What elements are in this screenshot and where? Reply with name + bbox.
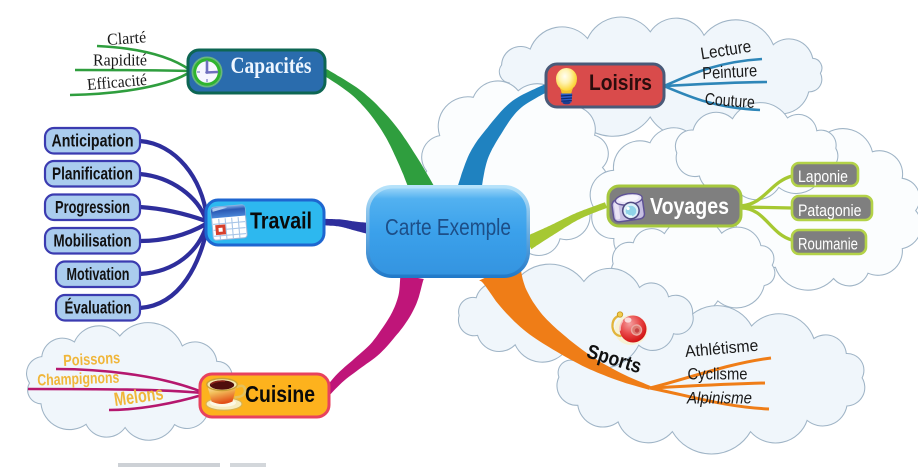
svg-text:Anticipation: Anticipation <box>52 130 134 150</box>
svg-text:Cuisine: Cuisine <box>245 381 315 407</box>
svg-text:Capacités: Capacités <box>231 53 312 78</box>
svg-text:Couture: Couture <box>704 90 755 112</box>
svg-text:Peinture: Peinture <box>702 61 758 83</box>
svg-text:Évaluation: Évaluation <box>65 296 132 317</box>
svg-text:Champignons: Champignons <box>37 370 120 390</box>
svg-text:Mobilisation: Mobilisation <box>54 230 132 250</box>
svg-text:Voyages: Voyages <box>650 193 729 219</box>
svg-text:Carte Exemple: Carte Exemple <box>385 214 511 240</box>
svg-text:Rapidité: Rapidité <box>93 51 147 70</box>
svg-text:Patagonie: Patagonie <box>798 201 862 220</box>
svg-text:Laponie: Laponie <box>798 167 848 186</box>
svg-text:Roumanie: Roumanie <box>798 235 858 254</box>
svg-text:Planification: Planification <box>52 163 133 183</box>
svg-text:Loisirs: Loisirs <box>589 70 652 95</box>
svg-text:Travail: Travail <box>250 208 312 234</box>
svg-text:Motivation: Motivation <box>67 264 130 284</box>
svg-text:Alpinisme: Alpinisme <box>686 390 752 408</box>
svg-text:Clarté: Clarté <box>106 27 146 49</box>
svg-text:Progression: Progression <box>55 197 130 217</box>
svg-text:Poissons: Poissons <box>63 350 121 370</box>
svg-text:Cyclisme: Cyclisme <box>688 366 748 384</box>
